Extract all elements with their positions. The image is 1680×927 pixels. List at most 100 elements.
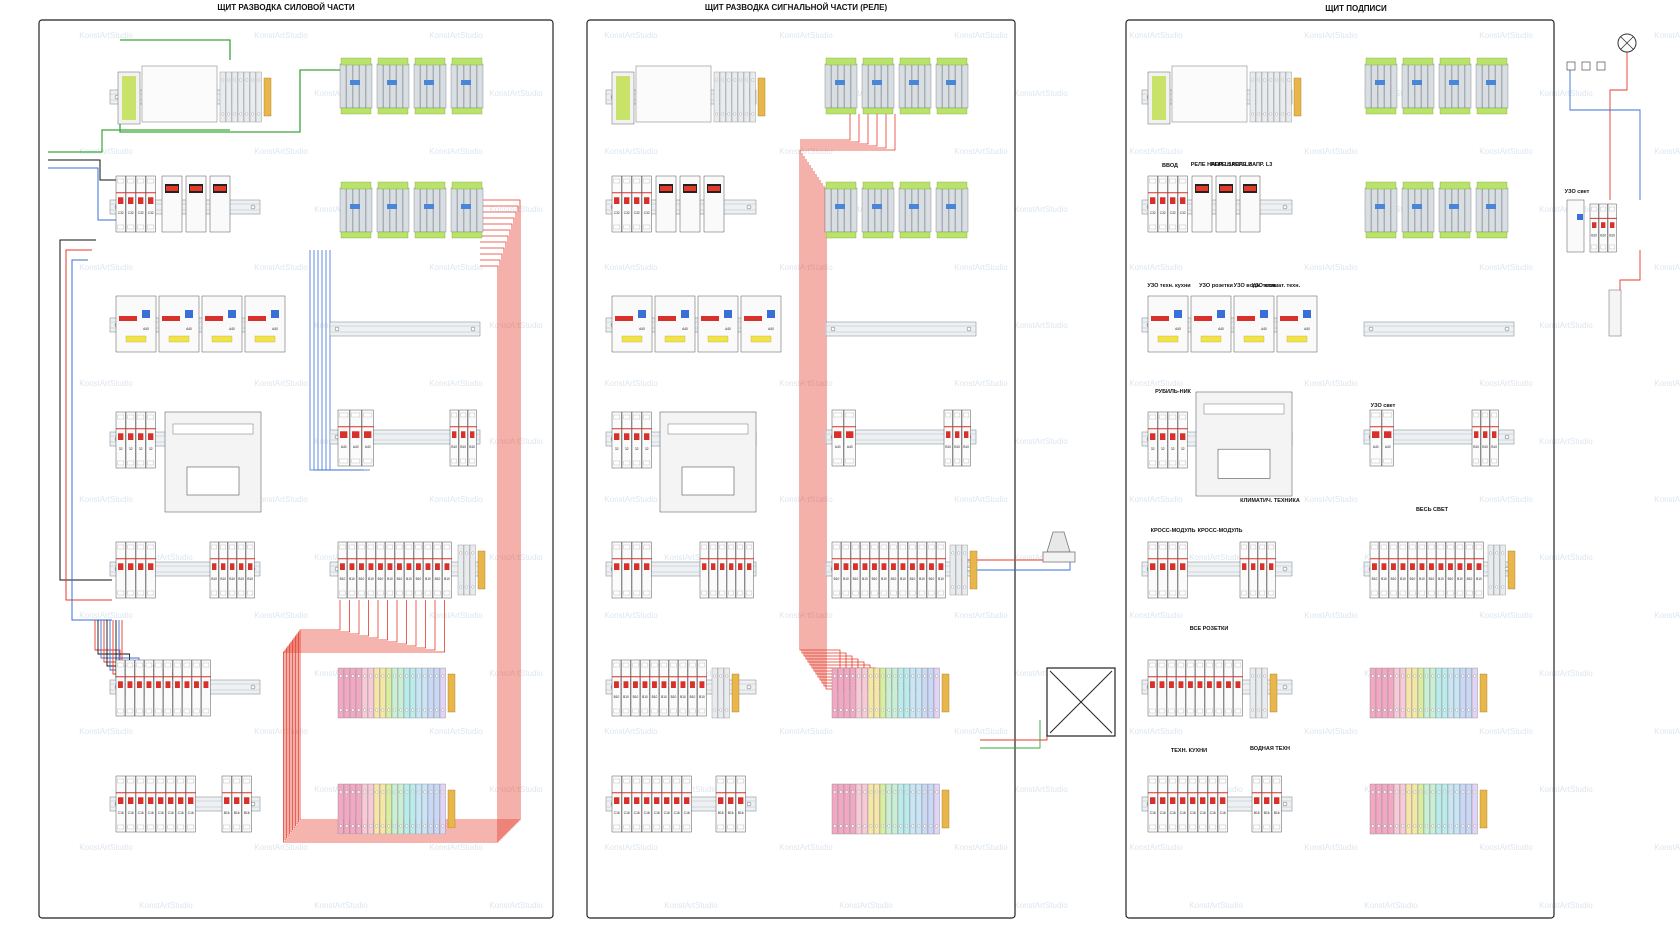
terminal-screw [1257, 674, 1261, 678]
breaker-terminal [1149, 778, 1157, 784]
watermark-text: KonstArtStudio [429, 611, 483, 620]
terminal-screw [345, 824, 349, 828]
terminal-clamp [717, 667, 724, 719]
relay-module [1495, 187, 1502, 233]
breaker-terminal [737, 778, 745, 784]
terminal-screw [923, 824, 927, 828]
terminal-screw [393, 708, 397, 712]
lamp-wire [1609, 52, 1628, 200]
terminal-clamp [397, 667, 404, 719]
terminal-screw [1461, 824, 1465, 828]
breaker-terminal [660, 708, 668, 714]
breaker-terminal [1149, 662, 1156, 668]
terminal-screw [441, 824, 445, 828]
terminal-screw [863, 824, 867, 828]
terminal-screw [1431, 674, 1435, 678]
breaker-handle [872, 563, 877, 570]
breaker-rating: C16 [188, 811, 194, 815]
breaker-handle [148, 197, 154, 204]
terminal-screw [387, 674, 391, 678]
terminal-clamp [933, 783, 940, 835]
terminal-screw [423, 708, 427, 712]
terminal-screw [351, 790, 355, 794]
terminal-screw [917, 708, 921, 712]
relay-module [476, 187, 484, 233]
breaker-rating: B10 [690, 695, 696, 699]
surge-protector-face [1152, 76, 1166, 120]
breaker-terminal [871, 544, 878, 550]
signal-red-wire [289, 241, 507, 835]
terminal-clamp [237, 71, 244, 123]
terminal-screw [863, 674, 867, 678]
relay-bottom-bar [1402, 231, 1434, 239]
rcd-handle [744, 316, 762, 321]
relay-module [948, 187, 956, 233]
breaker-handle [624, 433, 630, 440]
relay-module [924, 187, 932, 233]
terminal-screw [1455, 790, 1459, 794]
terminal-clamp [1459, 667, 1466, 719]
breaker-terminal [1234, 662, 1242, 668]
breaker-terminal [157, 824, 165, 830]
meter-display [172, 423, 254, 435]
breaker-terminal [1206, 708, 1213, 714]
breaker-handle [1170, 433, 1176, 440]
breaker-rating: B10 [1457, 577, 1463, 581]
breaker-rating: B10 [872, 577, 878, 581]
breaker-terminal [1253, 824, 1261, 830]
terminal-clamp [1405, 667, 1412, 719]
incoming-blue-wire [48, 167, 118, 221]
breaker-handle [1235, 681, 1241, 688]
breaker-terminal [348, 590, 356, 596]
meter-box [141, 65, 218, 123]
sensor-wire [960, 562, 1071, 571]
breaker-handle [378, 563, 383, 570]
breaker-terminal [1390, 544, 1397, 550]
breaker-rating: C16 [178, 811, 184, 815]
rcd-test-button [681, 310, 689, 318]
terminal-screw [881, 824, 885, 828]
relay-module [1377, 63, 1385, 109]
breaker-terminal [127, 544, 135, 550]
relay-module [942, 187, 949, 233]
watermark-text: KonstArtStudio [1654, 263, 1680, 272]
terminal-clamp [719, 71, 726, 123]
breaker-terminal [679, 708, 687, 714]
label-uzo-climate: УЗО климат. техн. [1252, 283, 1301, 289]
breaker-terminal [233, 778, 241, 784]
watermark-text: KonstArtStudio [254, 263, 308, 272]
watermark-text: KonstArtStudio [604, 611, 658, 620]
breaker-terminal [1371, 544, 1378, 550]
trunk-black-wire [59, 239, 112, 581]
breaker-rating: B16 [1274, 811, 1280, 815]
breaker-handle [1467, 563, 1472, 570]
breaker-terminal [415, 544, 422, 550]
relay-top-bar [1476, 181, 1508, 190]
breaker-terminal [1380, 544, 1388, 550]
terminal-clamp [915, 783, 922, 835]
breaker-rating: B10 [340, 577, 346, 581]
breaker-terminal [351, 412, 361, 418]
terminal-screw [1449, 824, 1453, 828]
breaker-rating: B10 [1410, 577, 1416, 581]
terminal-screw [1371, 674, 1375, 678]
breaker-terminal [1169, 178, 1177, 184]
breaker-rating: C32 [644, 211, 650, 215]
breaker-terminal [1418, 544, 1426, 550]
relay-module [1445, 187, 1452, 233]
relay-indicator [350, 204, 360, 209]
watermark-text: KonstArtStudio [1539, 205, 1593, 214]
rcd-test-button [142, 310, 150, 318]
breaker-terminal [1409, 590, 1416, 596]
breaker-handle [1474, 431, 1479, 438]
breaker-terminal [1259, 544, 1266, 550]
breaker-terminal [386, 544, 394, 550]
breaker-handle [853, 563, 858, 570]
breaker-terminal [1383, 412, 1393, 418]
terminal-screw [1473, 790, 1477, 794]
breaker-handle [1410, 563, 1415, 570]
terminal-screw [899, 790, 903, 794]
terminal-screw [221, 78, 225, 82]
terminal-screw [923, 708, 927, 712]
rail-screw [334, 326, 340, 332]
